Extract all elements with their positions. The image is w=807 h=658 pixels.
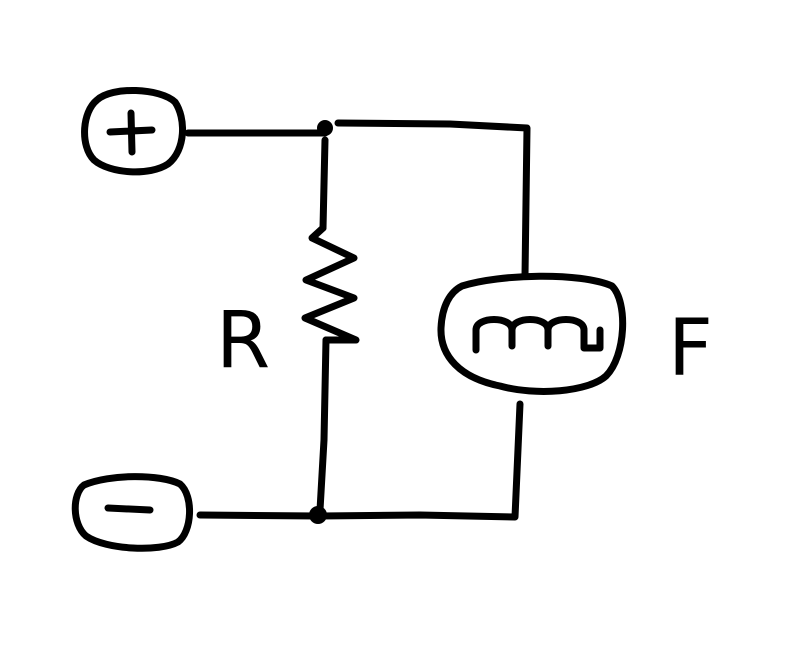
filament-coil xyxy=(472,316,604,354)
negative-terminal xyxy=(71,473,194,552)
positive-terminal xyxy=(81,87,187,176)
minus-sign xyxy=(104,504,154,514)
element-f-outline xyxy=(437,272,627,395)
junction-top xyxy=(317,120,333,136)
junction-bottom xyxy=(309,506,327,524)
element-f-label: F xyxy=(668,304,713,394)
wire-bottom-right xyxy=(316,400,524,521)
resistor-lead-bottom xyxy=(316,336,330,514)
resistor-zigzag xyxy=(301,224,360,344)
wire-bottom-left xyxy=(196,511,322,520)
element-f xyxy=(437,272,627,395)
wire-top-right xyxy=(334,119,531,280)
resistor-lead-top xyxy=(319,136,329,232)
resistor-label: R xyxy=(216,296,271,386)
plus-sign xyxy=(106,109,156,156)
negative-terminal-outline xyxy=(71,473,194,552)
positive-terminal-outline xyxy=(81,87,187,176)
